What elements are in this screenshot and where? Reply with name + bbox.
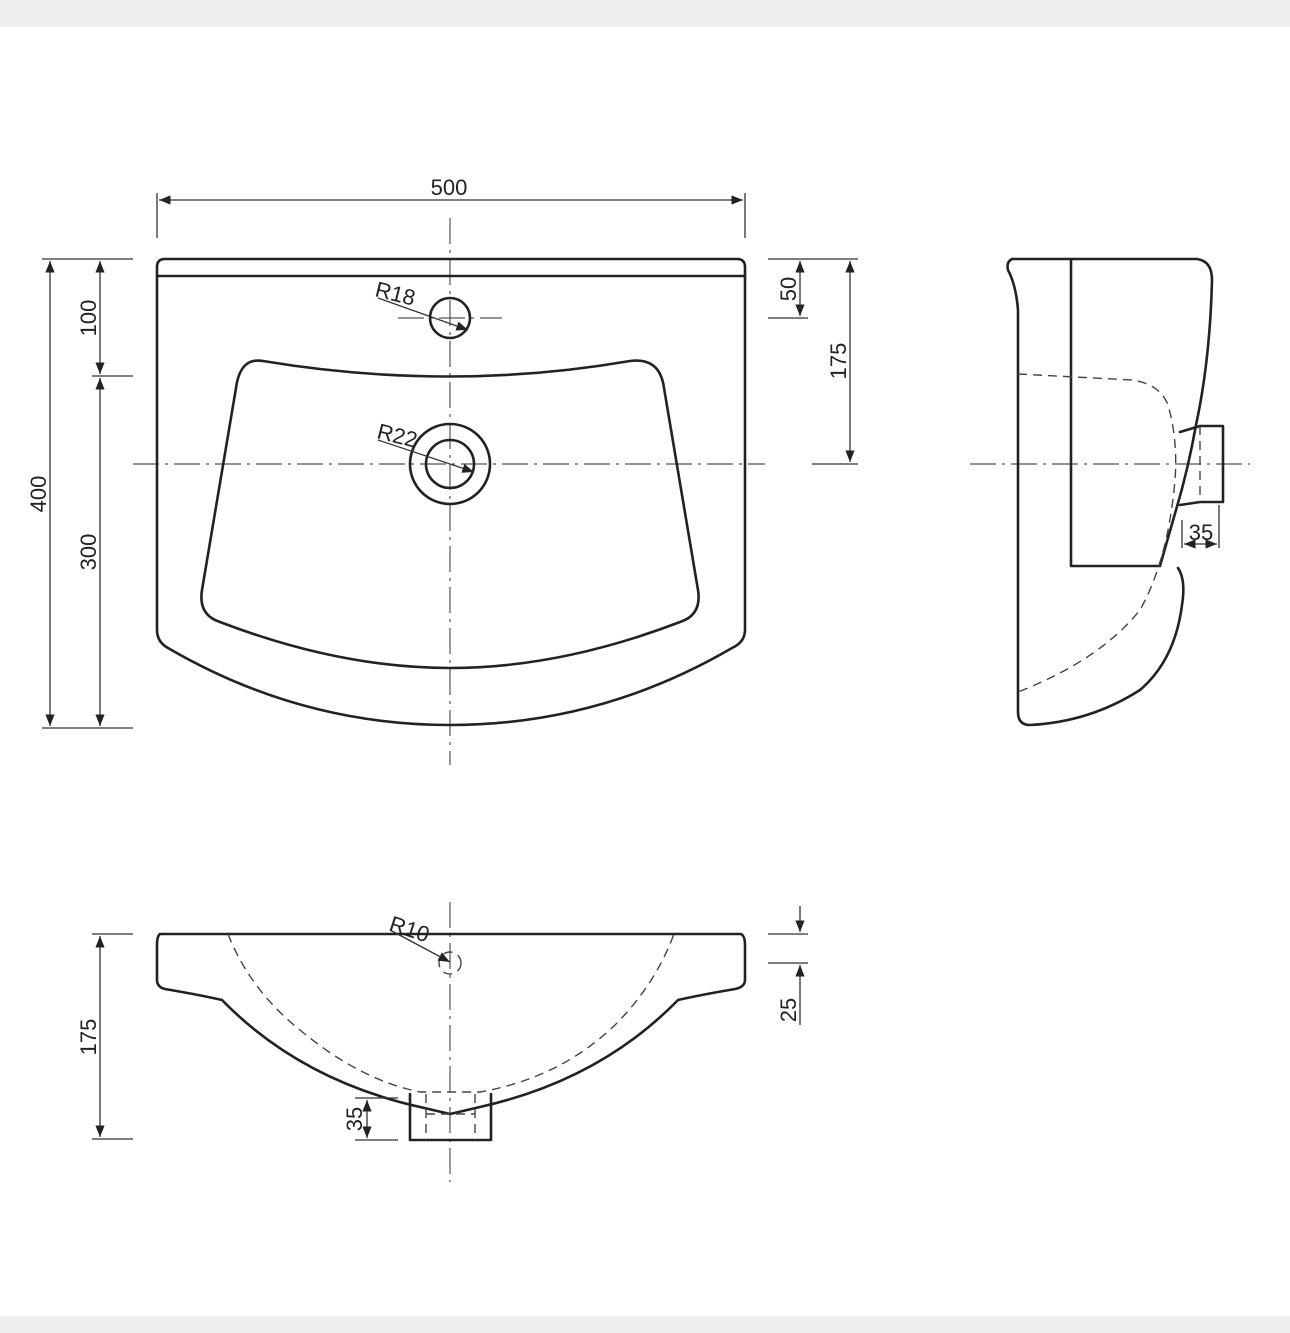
front-outlet-label: 35 (342, 1107, 367, 1131)
bowl-outline (200, 359, 700, 670)
front-outline (155, 932, 747, 1116)
tap-offset-label: 50 (776, 277, 801, 301)
drain-outer-ring (408, 422, 492, 506)
depth-label: 400 (26, 476, 51, 513)
front-outlet-hidden (425, 1094, 476, 1140)
front-depth-label: 300 (76, 534, 101, 571)
tap-hole (428, 296, 472, 340)
side-outline (1010, 257, 1214, 568)
drain-radius-label: R22 (375, 419, 420, 453)
offset-dimensions: 50 175 (768, 258, 858, 465)
overflow-radius-label: R10 (386, 911, 432, 947)
depth-dimensions: 400 100 300 (26, 258, 133, 729)
front-height-dimension: 175 (76, 933, 133, 1140)
bottom-band (0, 1316, 1290, 1333)
top-view: R18 R22 500 400 100 300 (26, 175, 858, 765)
drain-inner-ring (424, 438, 476, 490)
side-outlet-dimension: 35 (1181, 505, 1220, 549)
basin-outline (155, 257, 747, 727)
width-label: 500 (431, 175, 468, 200)
top-band (0, 0, 1290, 27)
side-outlet-label: 35 (1189, 520, 1213, 545)
drain-offset-label: 175 (826, 343, 851, 380)
r22-leader (377, 439, 475, 473)
width-dimension: 500 (156, 175, 746, 238)
side-view: 35 (970, 257, 1250, 727)
rear-depth-label: 100 (76, 300, 101, 337)
front-outlet-dimension: 35 (342, 1097, 398, 1141)
rim-label: 25 (776, 998, 801, 1022)
side-front-lip (1006, 257, 1185, 727)
tap-hole-radius-label: R18 (373, 277, 418, 311)
side-hidden-bowl (1017, 373, 1177, 693)
side-outlet (1178, 424, 1225, 507)
r10-leader (389, 929, 451, 963)
front-hidden-bowl (227, 933, 675, 1093)
front-view: R10 175 25 35 (76, 902, 808, 1182)
front-outlet (408, 1092, 493, 1142)
front-height-label: 175 (76, 1019, 101, 1056)
r18-leader (377, 297, 469, 331)
overflow-hole (438, 951, 462, 975)
rim-dimension: 25 (768, 906, 808, 1025)
